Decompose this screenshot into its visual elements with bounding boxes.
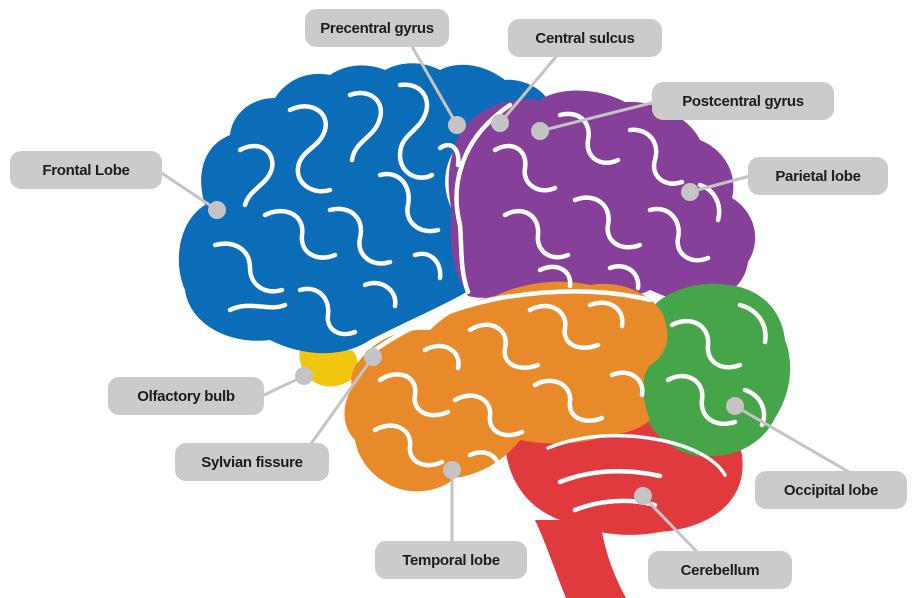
label-olfactory-bulb: Olfactory bulb [108,377,264,415]
label-postcentral-gyrus: Postcentral gyrus [652,82,834,120]
sulci [212,82,768,513]
dot-sylvian-fissure [364,348,382,366]
label-sylvian-fissure: Sylvian fissure [175,443,329,481]
anchor-dots [208,114,744,505]
dot-frontal-lobe [208,201,226,219]
dot-precentral-gyrus [448,116,466,134]
dot-central-sulcus [491,114,509,132]
dot-temporal-lobe [443,461,461,479]
brain-stem [535,520,626,598]
olfactory-bulb-region [299,347,358,387]
dot-cerebellum [634,487,652,505]
label-precentral-gyrus: Precentral gyrus [305,9,449,47]
label-temporal-lobe: Temporal lobe [375,541,527,579]
occipital-lobe-region [638,283,791,457]
dot-postcentral-gyrus [531,122,549,140]
dot-olfactory-bulb [295,367,313,385]
label-cerebellum: Cerebellum [648,551,792,589]
label-occipital-lobe: Occipital lobe [755,471,907,509]
label-parietal-lobe: Parietal lobe [748,157,888,195]
dot-parietal-lobe [681,183,699,201]
label-central-sulcus: Central sulcus [508,19,662,57]
frontal-lobe-region [178,63,550,354]
dot-occipital-lobe [726,397,744,415]
label-frontal-lobe: Frontal Lobe [10,151,162,189]
